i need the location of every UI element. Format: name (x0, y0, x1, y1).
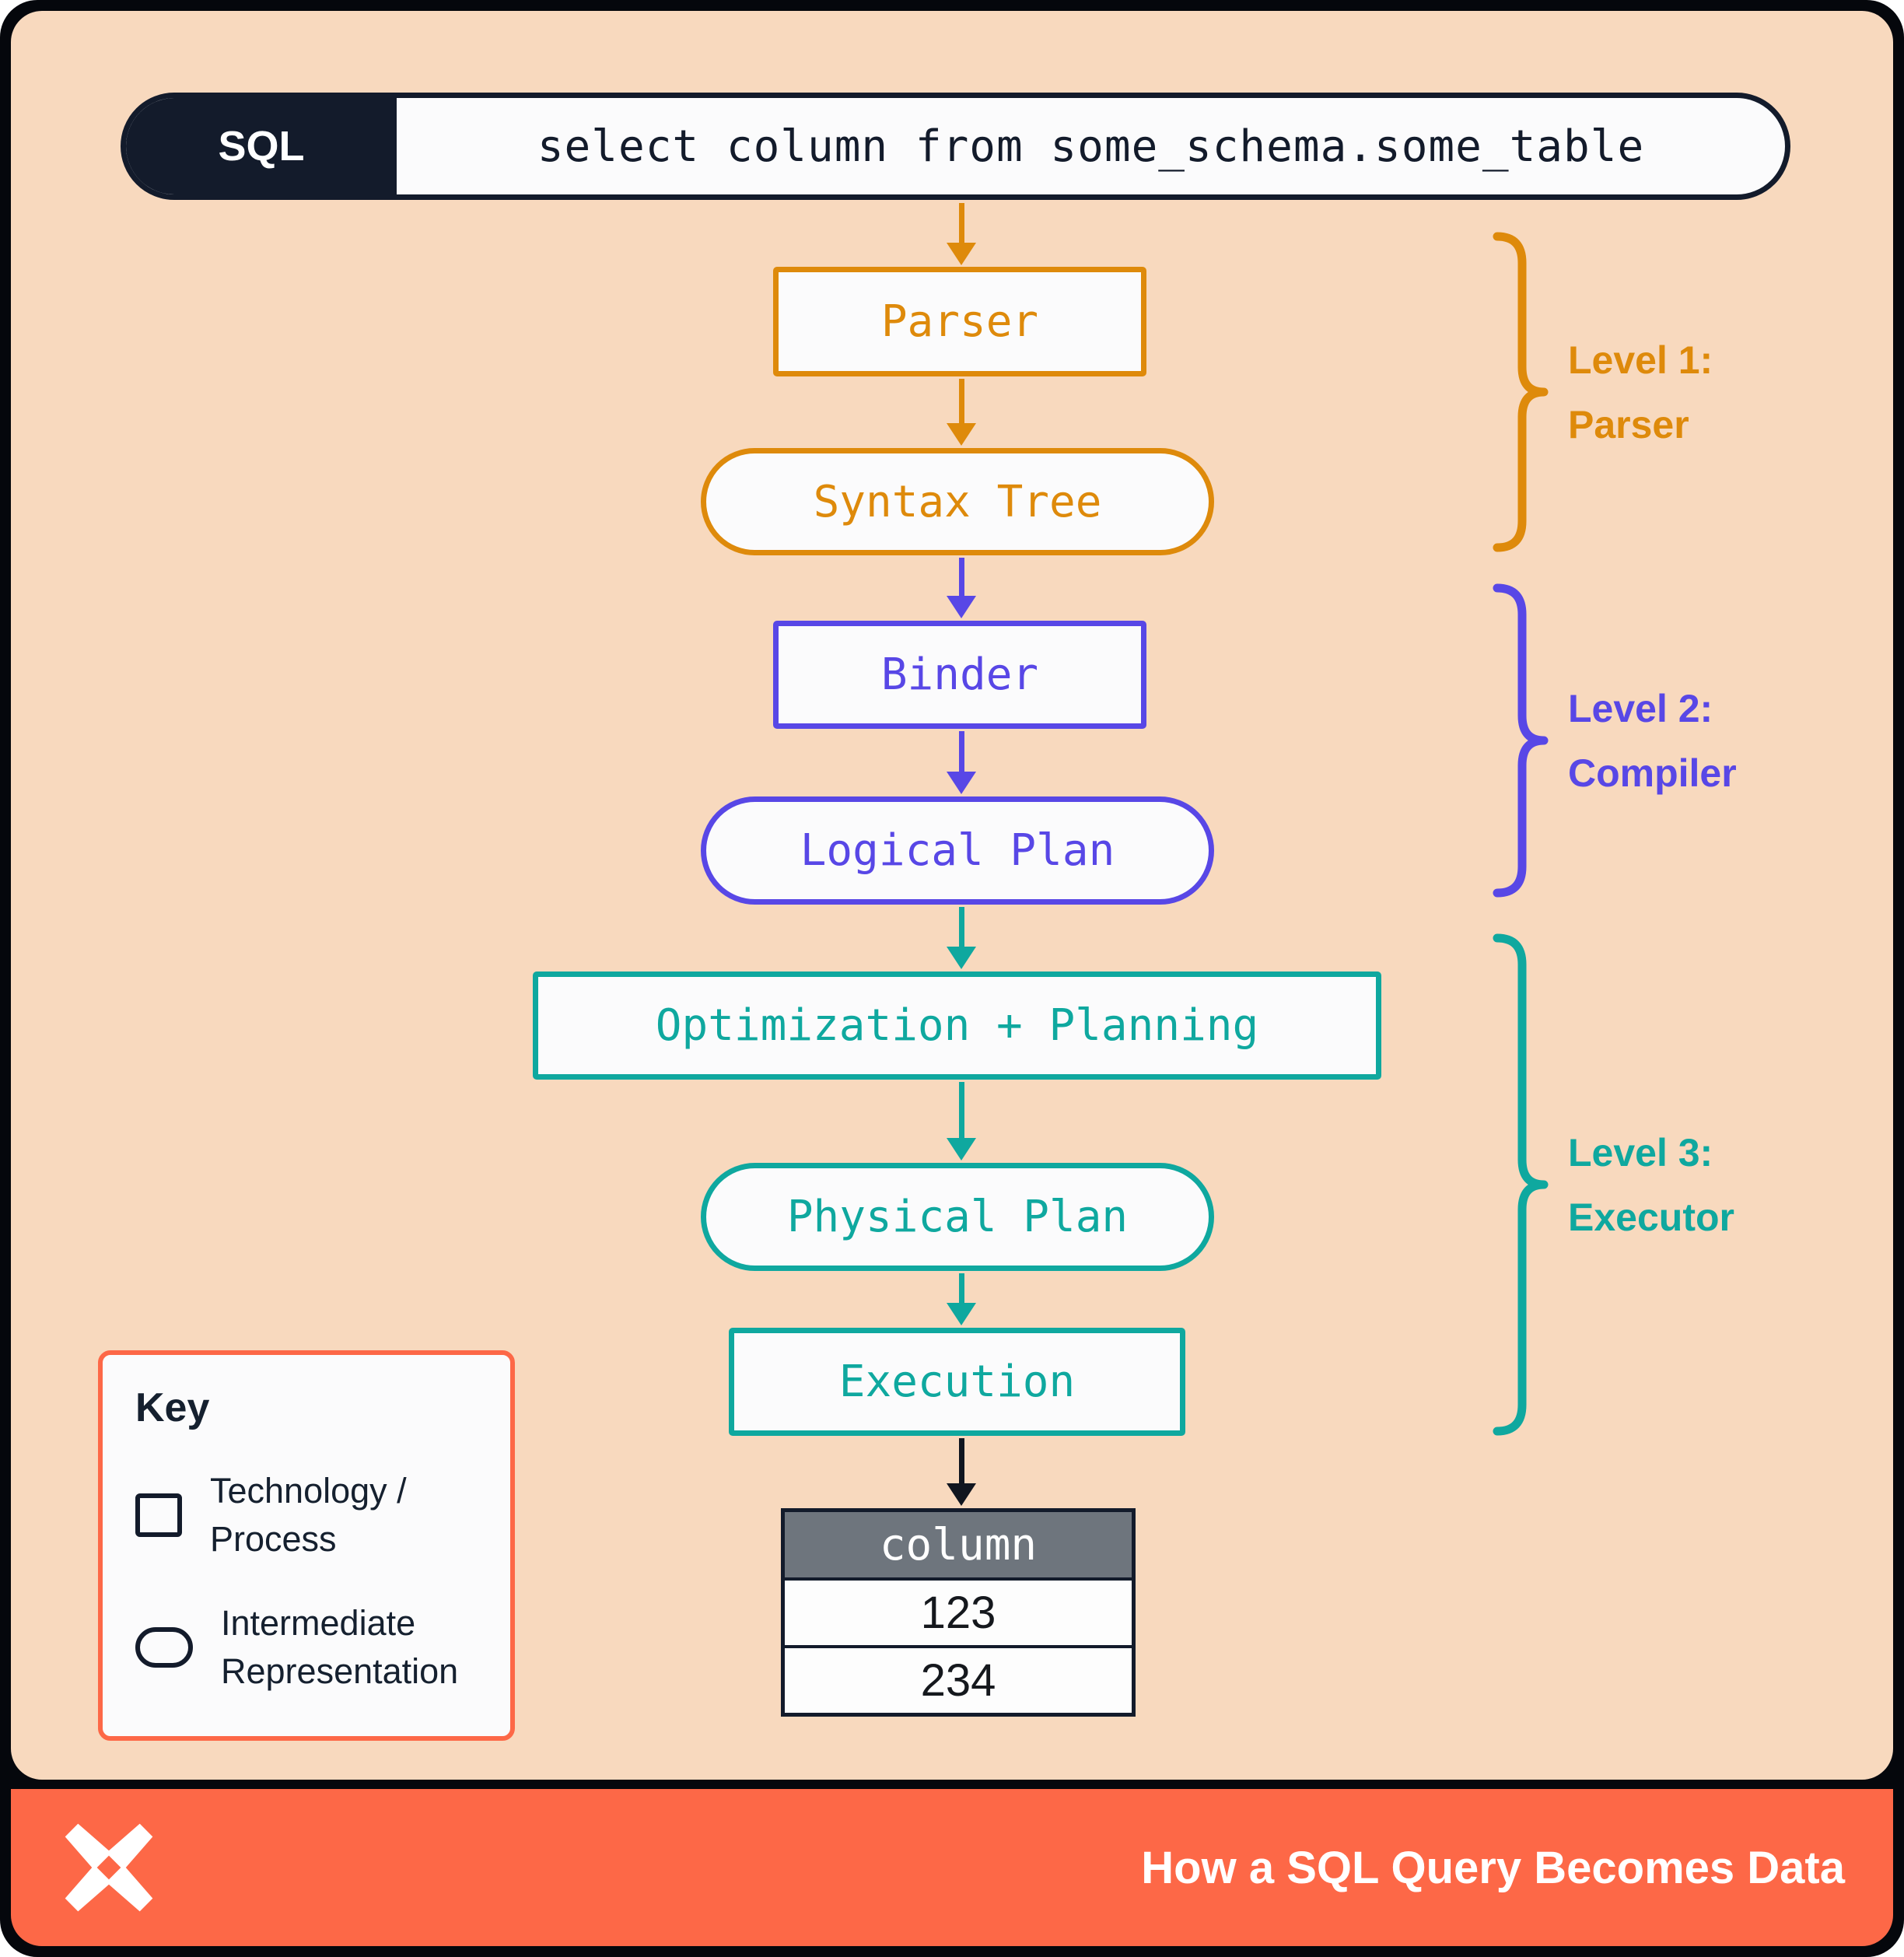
result-table-row: 123 (785, 1577, 1132, 1645)
result-table-row: 234 (785, 1645, 1132, 1713)
key-item-intermediate-representation: Intermediate Representation (135, 1599, 478, 1696)
arrow-syntax-tree-to-binder (946, 558, 977, 618)
arrow-sql-to-parser (946, 203, 977, 265)
label-level-3: Level 3: Executor (1568, 930, 1902, 1439)
result-table-header: column (785, 1512, 1132, 1577)
arrow-logical-plan-to-optimization (946, 907, 977, 969)
key-item-label: Technology / Process (210, 1471, 407, 1560)
node-parser: Parser (773, 267, 1146, 376)
node-execution: Execution (729, 1328, 1185, 1436)
footer-bar: How a SQL Query Becomes Data (11, 1789, 1893, 1946)
rectangle-shape-icon (135, 1493, 182, 1538)
arrow-optimization-to-physical-plan (946, 1082, 977, 1161)
arrow-parser-to-syntax-tree (946, 379, 977, 446)
ellipse-shape-icon (135, 1627, 193, 1668)
level-2-name: Compiler (1568, 751, 1737, 795)
key-item-technology-process: Technology / Process (135, 1467, 478, 1563)
node-optimization-planning: Optimization + Planning (533, 971, 1381, 1080)
label-level-1: Level 1: Parser (1568, 229, 1902, 555)
level-1-title: Level 1: (1568, 338, 1713, 382)
brace-level-3 (1493, 933, 1549, 1436)
node-syntax-tree: Syntax Tree (701, 448, 1214, 555)
key-title: Key (135, 1385, 210, 1430)
footer-title: How a SQL Query Becomes Data (1141, 1842, 1845, 1893)
arrow-physical-plan-to-execution (946, 1273, 977, 1325)
sql-bar: SQL select column from some_schema.some_… (121, 93, 1790, 200)
label-level-2: Level 2: Compiler (1568, 580, 1902, 901)
diagram-panel: SQL select column from some_schema.some_… (11, 11, 1893, 1780)
node-physical-plan: Physical Plan (701, 1163, 1214, 1271)
result-table: column 123 234 (781, 1508, 1136, 1717)
arrow-execution-to-result (946, 1438, 977, 1506)
logo-x-icon (65, 1823, 153, 1912)
node-binder: Binder (773, 621, 1146, 729)
level-1-name: Parser (1568, 402, 1689, 446)
brace-level-1 (1493, 232, 1549, 552)
level-3-name: Executor (1568, 1195, 1734, 1239)
node-logical-plan: Logical Plan (701, 796, 1214, 905)
arrow-binder-to-logical-plan (946, 731, 977, 794)
level-2-title: Level 2: (1568, 686, 1713, 730)
sql-query-text: select column from some_schema.some_tabl… (537, 121, 1645, 172)
brace-level-2 (1493, 583, 1549, 898)
level-3-title: Level 3: (1568, 1130, 1713, 1175)
sql-label-badge: SQL (126, 98, 397, 194)
key-item-label: Intermediate Representation (221, 1603, 459, 1692)
key-box: Key Technology / Process Intermediate Re… (98, 1350, 515, 1741)
